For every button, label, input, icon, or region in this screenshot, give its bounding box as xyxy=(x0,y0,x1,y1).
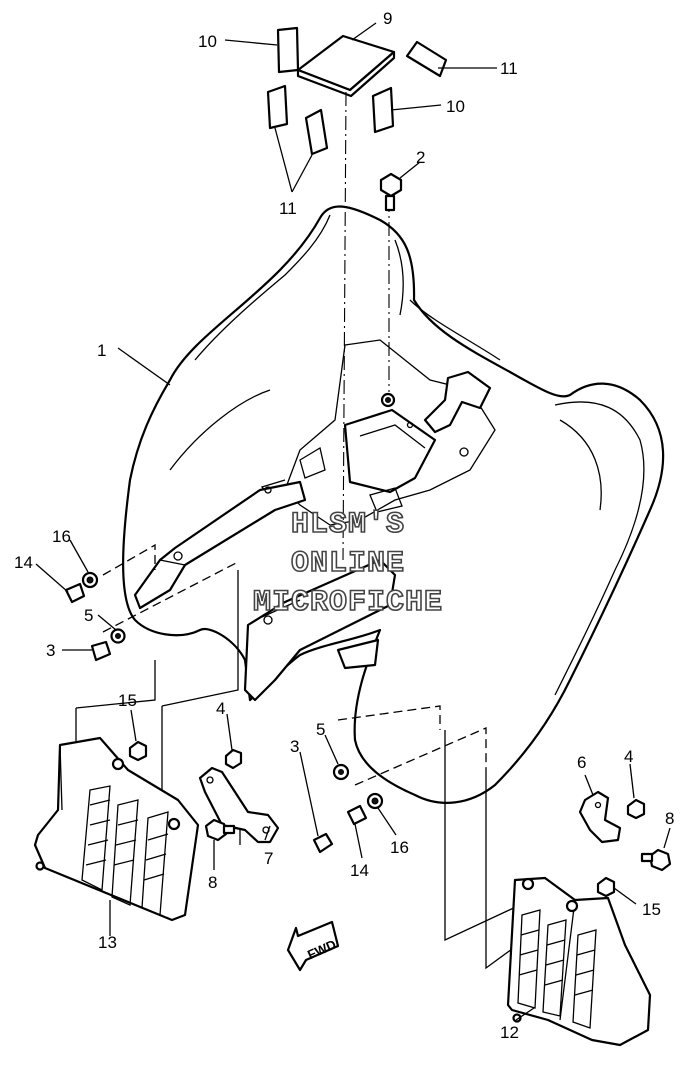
part-13-mud-flap-left xyxy=(33,736,200,922)
label-3-left: 3 xyxy=(46,641,55,660)
part-3-screw-left xyxy=(90,640,112,662)
part-2-bolt xyxy=(379,172,403,212)
label-9: 9 xyxy=(383,9,392,28)
label-11-left: 11 xyxy=(279,199,297,218)
label-8-right: 8 xyxy=(665,809,674,828)
label-15-left: 15 xyxy=(118,691,137,710)
part-14-bolt-left xyxy=(64,582,86,604)
label-10-left: 10 xyxy=(198,32,217,51)
part-4-nut-left xyxy=(224,748,243,770)
watermark-line-2: ONLINE xyxy=(291,547,405,581)
part-15-nut-left xyxy=(128,740,148,762)
part-15-nut-right xyxy=(596,876,616,898)
label-16-mid: 16 xyxy=(390,838,409,857)
assembly-lines xyxy=(75,91,573,970)
fasteners xyxy=(64,172,672,898)
part-11-pad-left-b xyxy=(304,108,329,156)
label-2: 2 xyxy=(416,148,425,167)
part-11-pad-left-a xyxy=(266,84,289,130)
part-6-bracket xyxy=(578,790,622,844)
label-4-right: 4 xyxy=(624,747,633,766)
part-1-storage-box xyxy=(343,408,437,494)
part-12-mud-flap-right xyxy=(506,876,652,1047)
part-10-pad-right xyxy=(371,86,395,134)
label-10-right: 10 xyxy=(446,97,465,116)
part-labels: 10 9 11 10 11 2 1 16 14 5 3 15 4 7 8 13 … xyxy=(14,9,674,1042)
label-15-right: 15 xyxy=(642,900,661,919)
pad-group-top xyxy=(266,26,448,156)
part-3-screw-mid xyxy=(312,832,334,854)
label-6: 6 xyxy=(577,753,586,772)
part-11-pad-right xyxy=(405,40,448,78)
label-8-left: 8 xyxy=(208,873,217,892)
part-8-bolt-left xyxy=(204,818,236,842)
label-12: 12 xyxy=(500,1023,519,1042)
label-leaders xyxy=(35,22,671,1021)
label-3-mid: 3 xyxy=(290,737,299,756)
fwd-arrow: FWD xyxy=(286,920,340,972)
label-14-mid: 14 xyxy=(350,861,369,880)
label-5-left: 5 xyxy=(84,606,93,625)
label-5-mid: 5 xyxy=(316,720,325,739)
watermark-line-1: HLSM'S xyxy=(291,508,405,542)
label-1: 1 xyxy=(97,341,106,360)
watermark: HLSM'S ONLINE MICROFICHE xyxy=(252,507,443,621)
label-14-left: 14 xyxy=(14,553,33,572)
part-8-bolt-right xyxy=(640,848,672,872)
part-10-pad-left xyxy=(276,26,300,74)
label-4-left: 4 xyxy=(216,699,225,718)
part-7-bracket xyxy=(198,766,280,844)
part-14-bolt-mid xyxy=(346,804,368,826)
label-13: 13 xyxy=(98,933,117,952)
part-1-rear-fender xyxy=(122,205,665,804)
watermark-line-3: MICROFICHE xyxy=(253,586,443,620)
label-7: 7 xyxy=(264,849,273,868)
part-4-nut-right xyxy=(626,798,646,820)
label-11-right: 11 xyxy=(500,59,518,78)
label-16-left: 16 xyxy=(52,527,71,546)
